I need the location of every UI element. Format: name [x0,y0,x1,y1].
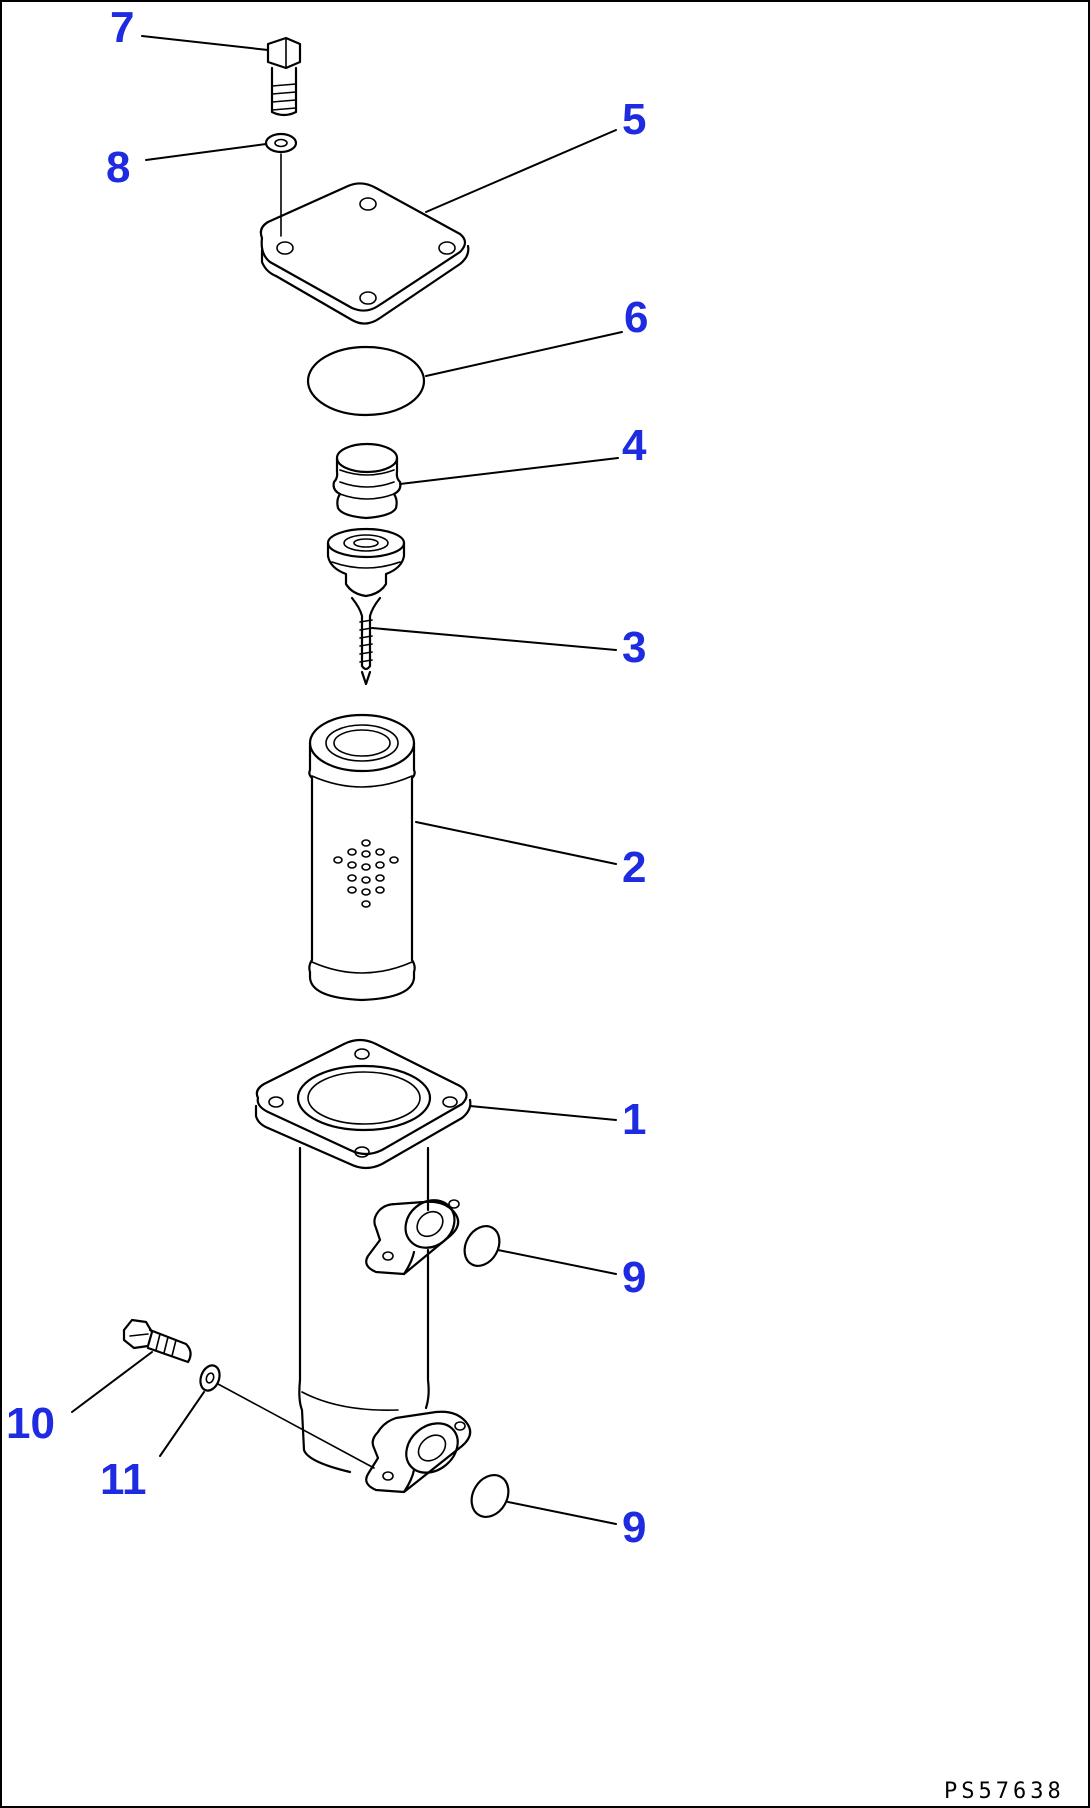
part-10-bolt [122,1318,192,1364]
callout-1: 1 [622,1095,646,1144]
callouts: 7 8 5 6 4 3 2 1 9 9 10 11 [6,3,648,1552]
part-7-bolt [266,36,302,117]
callout-9-upper: 9 [622,1253,646,1302]
callout-11: 11 [100,1455,147,1504]
callout-5: 5 [622,95,646,144]
callout-3: 3 [622,623,646,672]
part-6-o-ring [306,345,426,417]
part-11-washer [199,1364,375,1469]
part-5-cover-plate [259,182,470,325]
part-4-spring [332,442,402,520]
part-2-filter-element [308,713,416,1002]
leader-lines [71,35,623,1525]
part-3-valve [326,527,406,686]
callout-6: 6 [624,293,648,342]
part-1-filter-case [254,1038,472,1494]
filter-perforation-pattern [333,839,399,908]
part-9-o-ring-upper [463,1225,501,1267]
callout-4: 4 [622,421,647,470]
part-9-o-ring-lower [470,1474,510,1518]
callout-7: 7 [110,3,134,52]
callout-2: 2 [622,843,646,892]
document-id: PS57638 [944,1779,1065,1804]
callout-10: 10 [6,1399,55,1448]
callout-9-lower: 9 [622,1503,646,1552]
callout-8: 8 [106,143,130,192]
